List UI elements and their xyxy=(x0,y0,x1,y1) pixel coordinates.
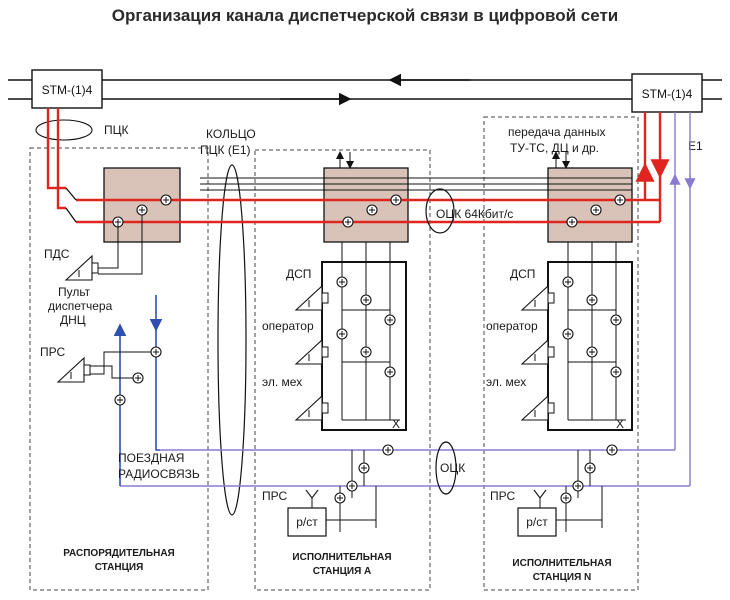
e1-label: Е1 xyxy=(688,139,703,153)
ring-label-1: КОЛЬЦО xyxy=(206,127,256,141)
trunk-lines xyxy=(8,73,722,106)
data-label-2: ТУ-ТС, ДЦ и др. xyxy=(510,141,599,155)
station-a-box xyxy=(254,149,431,591)
station-a-name-1: ИСПОЛНИТЕЛЬНАЯ xyxy=(292,552,391,563)
pds-unit xyxy=(65,215,143,281)
mux-left: STM-(1)4 xyxy=(31,69,103,109)
dsp-n-label: ДСП xyxy=(510,267,535,281)
mux-right: STM-(1)4 xyxy=(631,73,703,113)
console-label-2: диспетчера xyxy=(48,299,113,313)
radio-label-1: ПОЕЗДНАЯ xyxy=(118,451,184,465)
dispatch-station-box xyxy=(29,147,209,591)
panel-a-x: X xyxy=(392,417,400,431)
station-n-name-1: ИСПОЛНИТЕЛЬНАЯ xyxy=(512,558,611,569)
dsp-a-label: ДСП xyxy=(286,267,311,281)
svg-text:STM-(1)4: STM-(1)4 xyxy=(642,87,693,101)
ptsk-loop xyxy=(35,119,93,141)
data-label-1: передача данных xyxy=(508,125,605,139)
mux-block-a xyxy=(323,167,409,243)
elmech-a-label: эл. мех xyxy=(262,375,302,389)
otsk-loop xyxy=(435,441,457,495)
console-label-1: Пульт xyxy=(58,285,91,299)
operator-a-label: оператор xyxy=(262,319,314,333)
otsk-64-loop xyxy=(425,188,455,234)
prs-a-label: ПРС xyxy=(262,489,287,503)
panel-n xyxy=(521,242,633,431)
e1-lines xyxy=(120,112,696,487)
radio-n-label: р/ст xyxy=(526,515,548,529)
prs-n-label: ПРС xyxy=(490,489,515,503)
radio-a xyxy=(287,444,394,537)
prs-dispatch-label: ПРС xyxy=(40,345,65,359)
ptsk-label: ПЦК xyxy=(104,123,129,137)
console-label-3: ДНЦ xyxy=(60,313,86,327)
dispatch-name-1: РАСПОРЯДИТЕЛЬНАЯ xyxy=(63,548,174,559)
station-n-box xyxy=(483,116,639,591)
otsk-label: ОЦК xyxy=(440,461,465,475)
radio-a-label: р/ст xyxy=(296,515,318,529)
prs-dispatch-unit xyxy=(57,351,151,383)
otsk-lines xyxy=(46,108,670,224)
station-a-name-2: СТАНЦИЯ А xyxy=(313,566,372,577)
elmech-n-label: эл. мех xyxy=(486,375,526,389)
page-title: Организация канала диспетчерской связи в… xyxy=(111,6,619,25)
ring-ptsk-ellipse xyxy=(217,164,247,516)
radio-n xyxy=(517,444,618,537)
pds-label: ПДС xyxy=(44,247,70,261)
panel-a xyxy=(295,242,407,431)
station-n-name-2: СТАНЦИЯ N xyxy=(533,572,592,583)
panel-n-x: X xyxy=(616,417,624,431)
otsk-64-label: ОЦК 64Кбит/с xyxy=(436,207,513,221)
svg-text:STM-(1)4: STM-(1)4 xyxy=(42,83,93,97)
radio-label-2: РАДИОСВЯЗЬ xyxy=(118,467,200,481)
dispatch-name-2: СТАНЦИЯ xyxy=(95,562,144,573)
operator-n-label: оператор xyxy=(486,319,538,333)
ring-label-2: ПЦК (Е1) xyxy=(200,143,251,157)
